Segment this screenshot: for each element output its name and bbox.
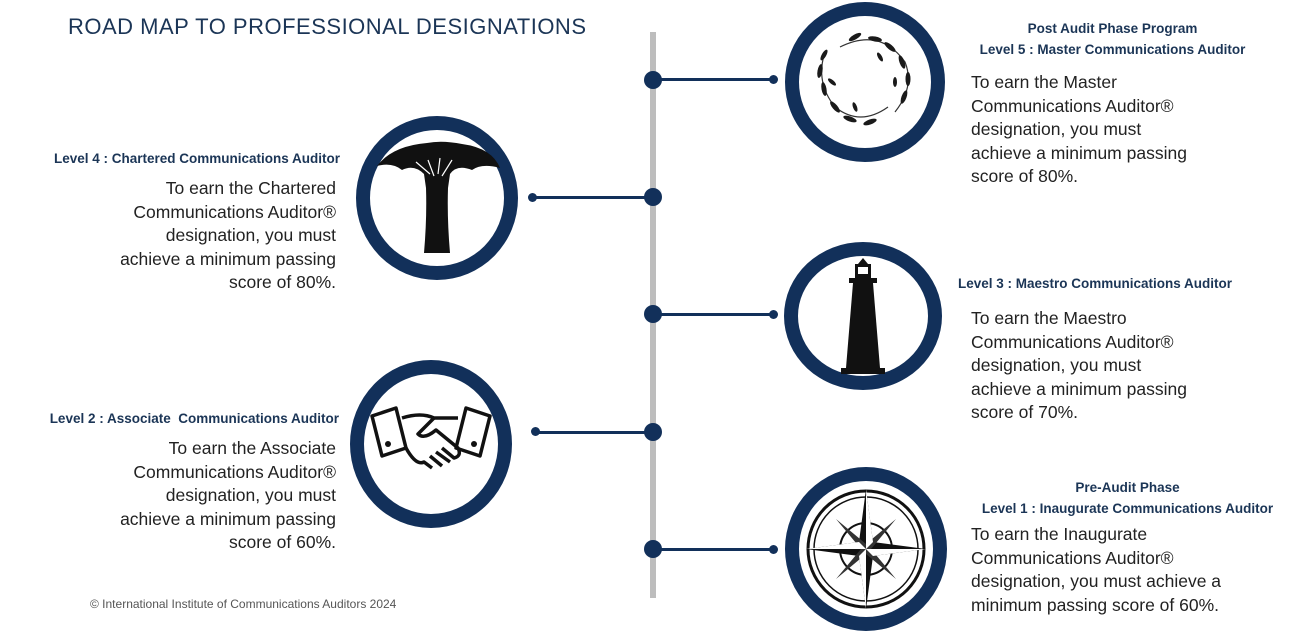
- description-line: Communications Auditor®: [971, 331, 1174, 352]
- description-line: designation, you must: [165, 225, 336, 245]
- connector-end-level3: [769, 310, 778, 319]
- handshake-icon: [370, 406, 492, 470]
- description-line: designation, you must: [971, 119, 1142, 139]
- description-line: achieve a minimum passing: [120, 508, 336, 529]
- level2-description: To earn the Associate Communications Aud…: [0, 437, 336, 555]
- description-line: To earn the Associate: [168, 438, 336, 458]
- level4-badge: [356, 116, 518, 280]
- description-line: achieve a minimum passing: [971, 378, 1187, 399]
- connector-level1: [653, 548, 773, 551]
- description-line: To earn the Chartered: [165, 178, 336, 198]
- level3-badge: [784, 242, 942, 390]
- copyright-footer: © International Institute of Communicati…: [90, 597, 397, 611]
- lighthouse-icon: [841, 258, 885, 374]
- description-line: To earn the Maestro: [971, 308, 1127, 328]
- level5-title: Level 5 : Master Communications Auditor: [979, 42, 1246, 57]
- level5-badge: [785, 2, 945, 162]
- level5-description: To earn the Master Communications Audito…: [971, 71, 1187, 189]
- level1-badge: [785, 467, 947, 631]
- description-line: Communications Auditor®: [133, 461, 336, 482]
- description-line: score of 70%.: [971, 402, 1078, 422]
- description-line: designation, you must: [971, 355, 1142, 375]
- description-line: designation, you must achieve a: [971, 571, 1222, 591]
- level1-heading: Pre-Audit Phase Level 1 : Inaugurate Com…: [955, 477, 1300, 519]
- level5-heading: Post Audit Phase Program Level 5 : Maste…: [940, 18, 1285, 60]
- compass-rose-icon: [806, 489, 926, 609]
- connector-level4: [533, 196, 653, 199]
- timeline-node-level2: [644, 423, 662, 441]
- page-title: ROAD MAP TO PROFESSIONAL DESIGNATIONS: [68, 14, 587, 39]
- connector-level5: [653, 78, 773, 81]
- description-line: Communications Auditor®: [133, 201, 336, 222]
- description-line: score of 80%.: [229, 272, 336, 292]
- description-line: To earn the Master: [971, 72, 1117, 92]
- level1-title: Level 1 : Inaugurate Communications Audi…: [981, 501, 1274, 516]
- connector-end-level5: [769, 75, 778, 84]
- description-line: To earn the Inaugurate: [971, 524, 1148, 544]
- level1-description: To earn the Inaugurate Communications Au…: [971, 523, 1221, 617]
- level1-phase: Pre-Audit Phase: [1075, 480, 1180, 495]
- description-line: achieve a minimum passing: [971, 142, 1187, 163]
- description-line: score of 80%.: [971, 166, 1078, 186]
- level4-description: To earn the Chartered Communications Aud…: [0, 177, 336, 295]
- description-line: score of 60%.: [229, 532, 336, 552]
- description-line: designation, you must: [165, 485, 336, 505]
- baobab-tree-icon: [377, 141, 500, 253]
- description-line: achieve a minimum passing: [120, 248, 336, 269]
- level5-phase: Post Audit Phase Program: [1027, 21, 1198, 36]
- description-line: minimum passing score of 60%.: [971, 594, 1220, 615]
- level2-badge: [350, 360, 512, 528]
- connector-end-level4: [528, 193, 537, 202]
- laurel-wreath-icon: [817, 32, 911, 126]
- connector-level2: [536, 431, 653, 434]
- level2-title: Level 2 : Associate Communications Audit…: [49, 411, 339, 426]
- connector-end-level1: [769, 545, 778, 554]
- description-line: Communications Auditor®: [971, 547, 1174, 568]
- timeline-node-level4: [644, 188, 662, 206]
- level3-title: Level 3 : Maestro Communications Auditor: [958, 276, 1233, 291]
- connector-level3: [653, 313, 773, 316]
- level4-title: Level 4 : Chartered Communications Audit…: [53, 151, 340, 166]
- connector-end-level2: [531, 427, 540, 436]
- level3-description: To earn the Maestro Communications Audit…: [971, 307, 1187, 425]
- description-line: Communications Auditor®: [971, 95, 1174, 116]
